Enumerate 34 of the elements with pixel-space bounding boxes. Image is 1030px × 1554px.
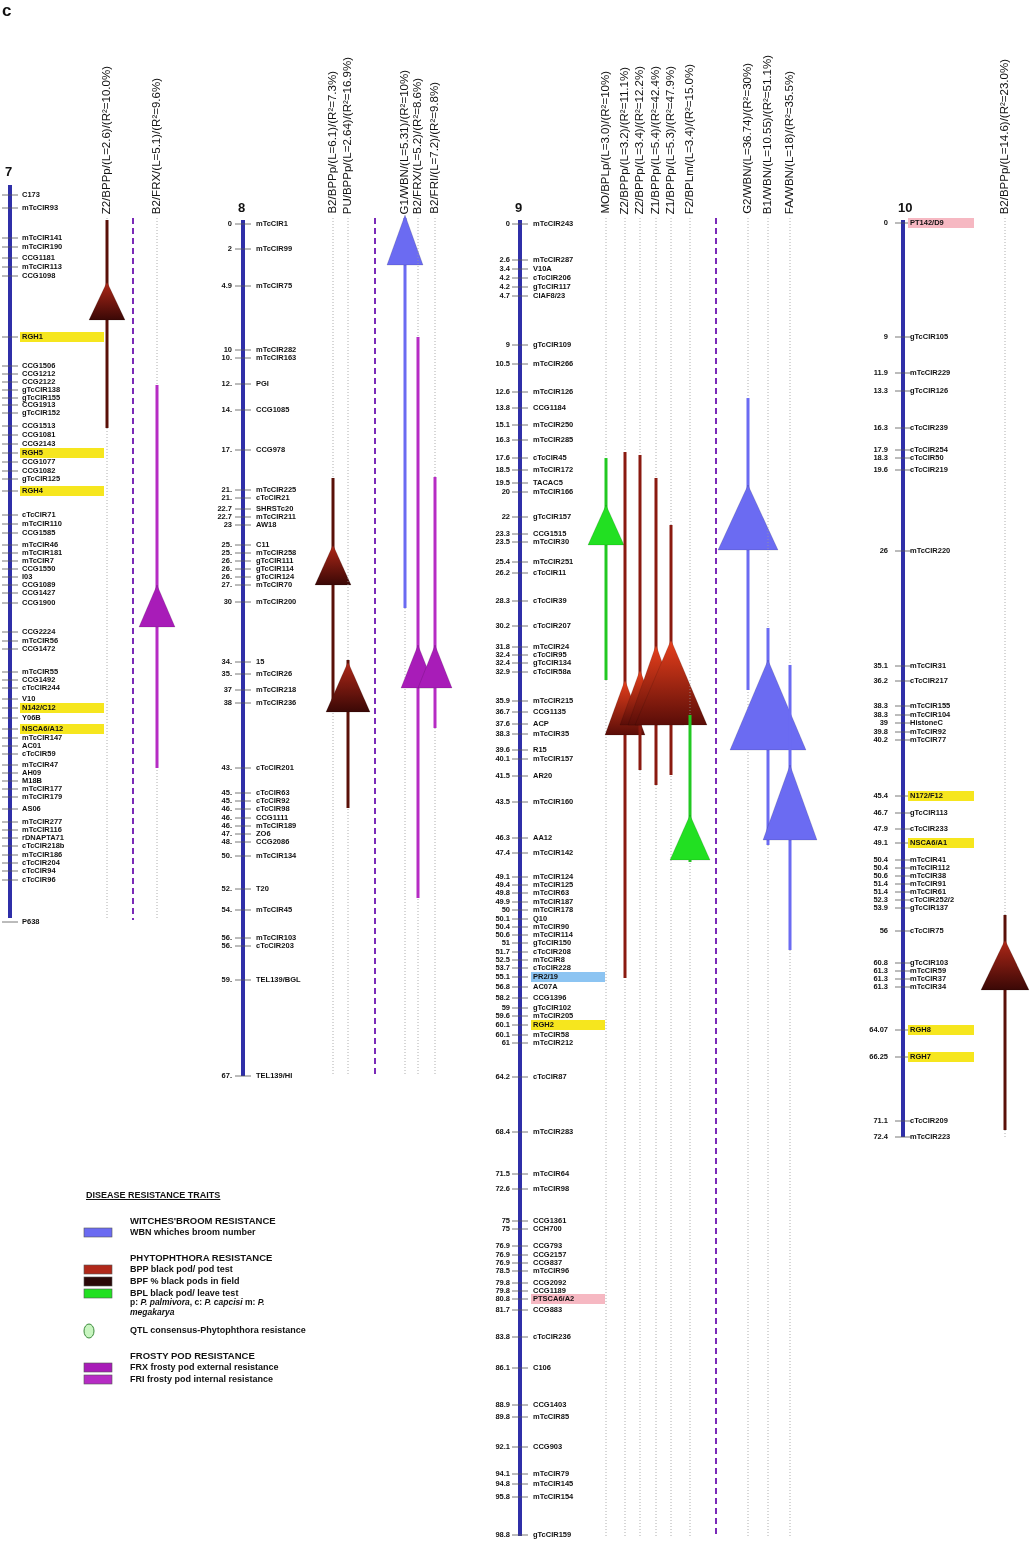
qtl-label: Z1/BPPp/(L=5.3)/(R²=47.9%) (664, 65, 677, 214)
chromosome-number: 7 (5, 165, 13, 179)
qtl-label: MO/BPLp/(L=3.0)/(R²=10%) (599, 71, 612, 214)
legend-heading: WITCHES'BROOM RESISTANCE (130, 1215, 276, 1226)
qtl-label: F2/BPLm/(L=3.4)/(R²=15.0%) (683, 63, 696, 214)
chromosome-number: 8 (238, 201, 246, 215)
legend-note: p: P. palmivora, c: P. capcisi m: P. megakarya (130, 1297, 266, 1317)
legend-text: BPF % black pods in field (130, 1276, 240, 1287)
legend-heading: FROSTY POD RESISTANCE (130, 1350, 255, 1361)
qtl-label: B2/BPPp/(L=6.1)/(R²=7.3%) (326, 71, 339, 214)
qtl-label: Z2/BPPp/(L=3.2)/(R²=11.1%) (618, 66, 631, 214)
legend-heading: DISEASE RESISTANCE TRAITS (86, 1190, 221, 1201)
qtl-label: Z1/BPPp/(L=5.4)/(R²=42.4%) (649, 65, 662, 214)
legend-heading: PHYTOPHTHORA RESISTANCE (130, 1252, 273, 1263)
qtl-label: PU/BPPp/(L=2.64)/(R²=16.9%) (341, 56, 354, 214)
chromosome-number: 10 (898, 201, 913, 215)
qtl-label: B1/WBN/(L=10.55)/(R²=51.1%) (761, 54, 774, 214)
qtl-label: Z2/BPPp/(L=3.4)/(R²=12.2%) (633, 65, 646, 214)
legend-text: FRI frosty pod internal resistance (130, 1374, 274, 1385)
legend-text: BPL black pod/ leave test (130, 1288, 239, 1298)
qtl-label: B2/FRX/(L=5.1)/(R²=9.6%) (150, 77, 163, 214)
legend-text: QTL consensus-Phytophthora resistance (130, 1325, 306, 1336)
qtl-label: B2/BPPp/(L=14.6)/(R²=23.0%) (998, 58, 1011, 214)
legend-text: FRX frosty pod external resistance (130, 1362, 279, 1373)
qtl-label: Z2/BPPp/(L=2.6)/(R²=10.0%) (100, 65, 113, 214)
chromosome-number: 9 (515, 201, 523, 215)
panel-letter: c (2, 2, 12, 20)
legend-text: BPP black pod/ pod test (130, 1264, 233, 1275)
qtl-label: G2/WBN/(L=36.74)/(R²=30%) (741, 63, 754, 214)
legend-text: WBN whiches broom number (130, 1227, 256, 1238)
qtl-label: G1/WBN/(L=5.31)/(R²=10%) (398, 69, 411, 214)
qtl-label: FA/WBN/(L=18)/(R²=35.5%) (783, 70, 796, 214)
qtl-label: B2/FRI/(L=7.2)/(R²=9.8%) (428, 82, 441, 214)
qtl-label: B2/FRX/(L=5.2)/(R²=8.6%) (411, 77, 424, 214)
